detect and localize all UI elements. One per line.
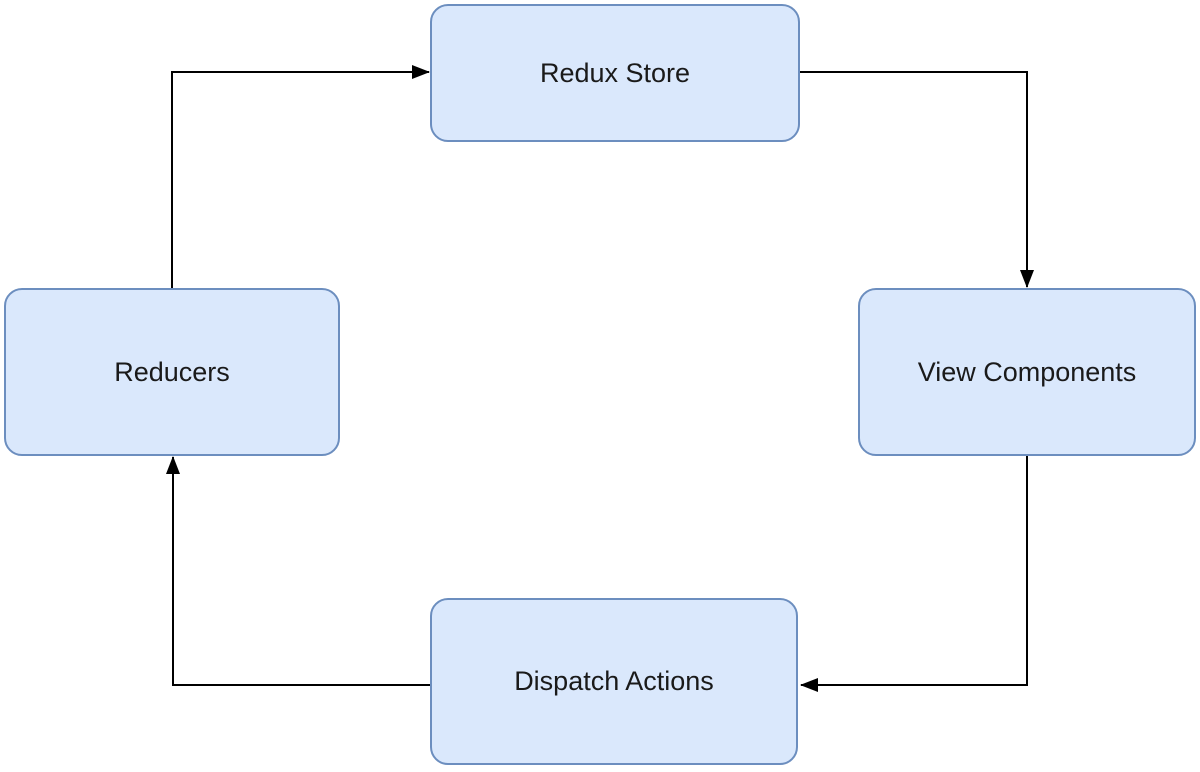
node-view-components-label: View Components [917, 356, 1137, 387]
node-reducers: Reducers [4, 288, 340, 456]
connector-view-components-to-dispatch-actions [800, 456, 1028, 692]
node-dispatch-actions: Dispatch Actions [430, 598, 798, 765]
node-redux-store-label: Redux Store [539, 57, 691, 88]
node-dispatch-actions-label: Dispatch Actions [514, 666, 714, 697]
connector-dispatch-actions-to-reducers [166, 456, 430, 686]
connector-reducers-to-redux-store [171, 65, 430, 288]
node-reducers-label: Reducers [114, 356, 230, 387]
node-redux-store: Redux Store [430, 4, 800, 142]
connector-redux-store-to-view-components [800, 71, 1034, 288]
node-view-components: View Components [858, 288, 1196, 456]
